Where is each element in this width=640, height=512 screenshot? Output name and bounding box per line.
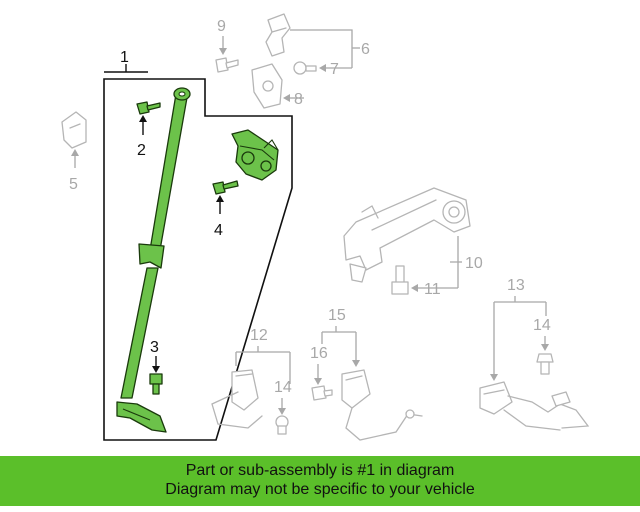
bolt-3-icon[interactable] xyxy=(149,373,163,395)
retractor-icon[interactable] xyxy=(231,129,279,181)
clip-14b-icon[interactable] xyxy=(275,415,289,435)
callout-14a[interactable]: 14 xyxy=(533,317,551,334)
footer-line-1: Part or sub-assembly is #1 in diagram xyxy=(185,462,455,479)
clip-7-icon[interactable] xyxy=(293,61,317,75)
callout-5[interactable]: 5 xyxy=(69,176,78,193)
callout-11[interactable]: 11 xyxy=(424,281,441,298)
callout-3[interactable]: 3 xyxy=(150,339,159,356)
callout-12[interactable]: 12 xyxy=(250,327,268,344)
callout-6[interactable]: 6 xyxy=(361,41,370,58)
buckle-12-icon[interactable] xyxy=(211,369,263,429)
callout-1[interactable]: 1 xyxy=(120,49,129,66)
callout-13[interactable]: 13 xyxy=(507,277,525,294)
bolt-11-icon[interactable] xyxy=(391,265,409,295)
bolt-2-icon[interactable] xyxy=(136,101,161,115)
belt-lower-strap xyxy=(120,267,159,399)
retractor-10-icon[interactable] xyxy=(343,187,471,283)
belt-anchor-detail xyxy=(122,408,151,421)
callout-1-leader xyxy=(104,64,148,73)
callout-16[interactable]: 16 xyxy=(310,345,328,362)
seat-belt-assembly-highlight[interactable] xyxy=(116,87,191,433)
callout-13-bracket xyxy=(493,296,547,376)
footer-line-2: Diagram may not be specific to your vehi… xyxy=(165,481,475,498)
belt-upper-strap xyxy=(149,91,189,251)
footer-banner: Part or sub-assembly is #1 in diagram Di… xyxy=(0,456,640,506)
bolt-9-icon[interactable] xyxy=(215,57,239,73)
belt-mid-guide xyxy=(138,243,165,269)
buckle-15-icon[interactable] xyxy=(341,369,423,441)
callout-7[interactable]: 7 xyxy=(330,61,339,78)
callout-15[interactable]: 15 xyxy=(328,307,346,324)
bracket-6-icon[interactable] xyxy=(265,13,291,57)
callout-15-bracket xyxy=(321,326,357,362)
bolt-4-icon[interactable] xyxy=(212,180,239,195)
parts-diagram: 1 2 3 4 xyxy=(61,13,590,441)
callout-10-bracket xyxy=(450,236,459,288)
callout-9[interactable]: 9 xyxy=(217,18,226,35)
callout-2[interactable]: 2 xyxy=(137,142,146,159)
callout-6-bracket xyxy=(290,29,353,68)
callout-8[interactable]: 8 xyxy=(294,91,303,108)
adjuster-8-icon[interactable] xyxy=(251,63,283,109)
callout-4[interactable]: 4 xyxy=(214,222,223,239)
trim-cover-5-icon[interactable] xyxy=(61,111,87,149)
bolt-16-icon[interactable] xyxy=(311,385,333,401)
assembly-1-outline xyxy=(103,78,293,441)
belt-anchor-hole xyxy=(178,91,186,97)
clip-14a-icon[interactable] xyxy=(536,353,554,375)
callout-10[interactable]: 10 xyxy=(465,255,483,272)
callout-14b[interactable]: 14 xyxy=(274,379,292,396)
buckle-13-icon[interactable] xyxy=(479,381,590,431)
callout-12-bracket xyxy=(235,346,291,384)
